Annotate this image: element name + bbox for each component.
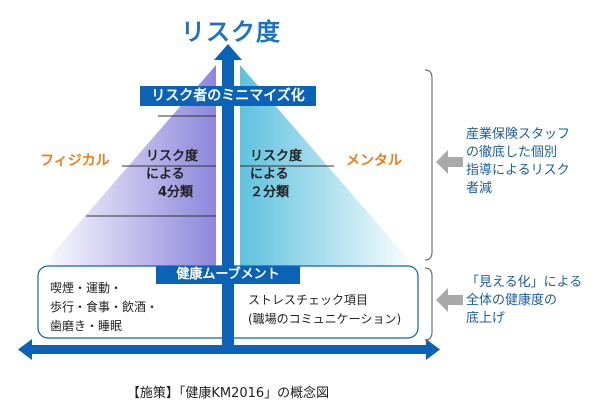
note-line: 底上げ xyxy=(466,311,506,326)
individual-guidance-note: 産業保険スタッフ の徹底した個別 指導によるリスク 者減 xyxy=(466,126,606,198)
mental-classification-text: リスク度 による ２分類 xyxy=(250,148,320,202)
lifestyle-line: 歩行・食事・飲酒・ xyxy=(50,300,159,314)
physical-label: フィジカル xyxy=(40,153,110,169)
mental-text-line: による xyxy=(250,167,289,182)
physical-classification-text: リスク度 による 4分類 xyxy=(146,148,212,202)
lifestyle-line: 歯磨き・睡眠 xyxy=(50,319,123,333)
gray-arrow-bottom-shaft xyxy=(447,295,463,305)
movement-banner: 健康ムーブメント xyxy=(156,266,300,284)
note-line: 全体の健康度の xyxy=(466,293,558,308)
horizontal-axis-right-arrowhead xyxy=(426,339,440,360)
bottom-bracket xyxy=(424,267,433,341)
physical-text-line: による xyxy=(146,167,185,182)
vertical-axis-arrowhead xyxy=(214,44,242,60)
mental-stress-items: ストレスチェック項目 (職場のコミュニケーション) xyxy=(248,291,416,329)
physical-text-line: リスク度 xyxy=(146,149,199,164)
gray-arrow-top-head xyxy=(436,150,448,174)
note-line: 者減 xyxy=(466,181,493,196)
risk-level-title: リスク度 xyxy=(181,18,281,46)
gray-arrow-top-shaft xyxy=(447,157,463,167)
visualization-note: 「見える化」による 全体の健康度の 底上げ xyxy=(466,274,612,328)
mental-text-line: リスク度 xyxy=(250,149,303,164)
note-line: 産業保険スタッフ xyxy=(466,127,571,142)
stress-line: (職場のコミュニケーション) xyxy=(248,312,402,326)
lifestyle-line: 喫煙・運動・ xyxy=(50,281,123,295)
minimize-banner: リスク者のミニマイズ化 xyxy=(140,86,316,106)
horizontal-axis-left-arrowhead xyxy=(18,339,32,360)
mental-text-line: ２分類 xyxy=(250,185,290,200)
note-line: 指導によるリスク xyxy=(466,163,570,178)
note-line: の徹底した個別 xyxy=(466,145,558,160)
physical-lifestyle-items: 喫煙・運動・ 歩行・食事・飲酒・ 歯磨き・睡眠 xyxy=(50,279,220,336)
gray-arrow-bottom-head xyxy=(436,288,448,312)
top-bracket xyxy=(424,69,433,261)
note-line: 「見える化」による xyxy=(466,275,583,290)
physical-text-line: 4分類 xyxy=(158,185,194,200)
stress-line: ストレスチェック項目 xyxy=(248,293,369,307)
horizontal-axis xyxy=(30,345,428,354)
figure-caption: 【施策】「健康KM2016」の概念図 xyxy=(126,386,330,401)
mental-label: メンタル xyxy=(346,153,402,169)
